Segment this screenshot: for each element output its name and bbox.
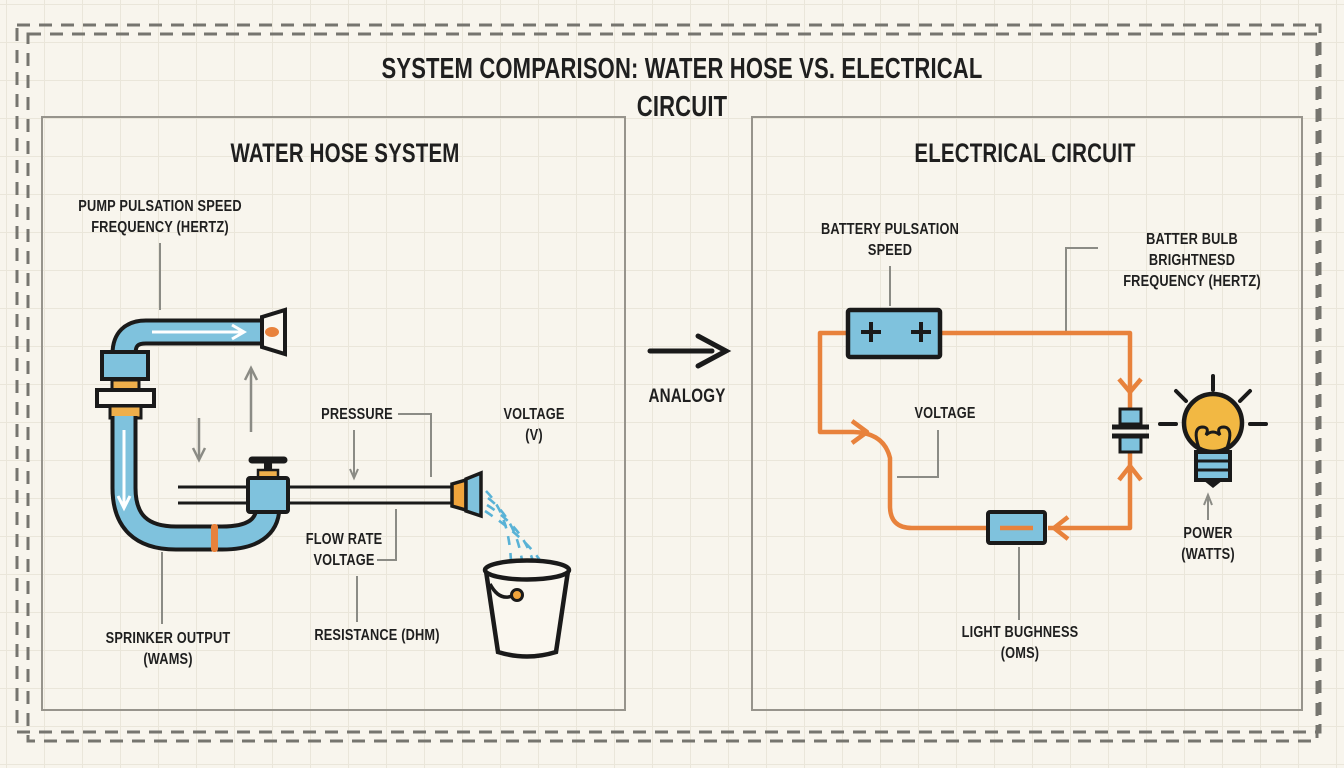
analogy-label: ANALOGY bbox=[648, 386, 726, 407]
capacitor-icon bbox=[1112, 407, 1149, 454]
resistance-label: RESISTANCE (DHM) bbox=[314, 627, 440, 644]
outlet-pipe bbox=[178, 485, 452, 505]
valve-icon bbox=[246, 456, 290, 514]
voltage-r-label: VOLTAGE bbox=[914, 405, 976, 422]
battery-label: BATTERY PULSATION SPEED bbox=[820, 221, 960, 260]
analogy-arrow-icon bbox=[647, 333, 732, 369]
sprinkler-label: SPRINKER OUTPUT (WAMS) bbox=[105, 630, 231, 669]
power-label: POWER (WATTS) bbox=[1181, 525, 1235, 564]
bulb-label: BATTER BULB BRIGHTNESD FREQUENCY (HERTZ) bbox=[1123, 231, 1261, 291]
leader-lines-electrical bbox=[889, 247, 1213, 620]
pressure-label: PRESSURE bbox=[321, 406, 393, 423]
voltage-v-label: VOLTAGE (V) bbox=[503, 406, 565, 445]
current-arrow-left-icon bbox=[1051, 515, 1070, 541]
bulb-rays-icon bbox=[1158, 374, 1268, 426]
flow-rate-label: FLOW RATE VOLTAGE bbox=[305, 531, 383, 570]
hose-u-bend bbox=[110, 416, 282, 552]
page-title: SYSTEM COMPARISON: WATER HOSE VS. ELECTR… bbox=[381, 53, 983, 124]
light-bulb-icon bbox=[1158, 374, 1268, 488]
battery-icon bbox=[845, 307, 943, 360]
flow-arrow-down-icon bbox=[116, 430, 132, 512]
bulb-filament-icon bbox=[1194, 425, 1232, 449]
outer-dashed-border bbox=[15, 23, 1322, 743]
electrical-panel-title: ELECTRICAL CIRCUIT bbox=[914, 138, 1136, 168]
water-hose-illustration bbox=[95, 243, 572, 659]
current-arrow-up-icon bbox=[1117, 463, 1143, 482]
leader-lines-water bbox=[159, 243, 432, 624]
resistor-icon bbox=[986, 510, 1047, 545]
electrical-panel-frame bbox=[751, 116, 1303, 711]
water-panel-title: WATER HOSE SYSTEM bbox=[230, 138, 460, 168]
flow-direction-arrows bbox=[191, 365, 259, 463]
pump-label: PUMP PULSATION SPEED FREQUENCY (HERTZ) bbox=[78, 198, 242, 237]
bucket-icon bbox=[482, 558, 572, 659]
electrical-circuit-illustration bbox=[817, 247, 1268, 620]
current-arrow-right-icon bbox=[850, 419, 870, 445]
light-label: LIGHT BUGHNESS (OMS) bbox=[961, 624, 1079, 663]
circuit-wire bbox=[817, 330, 1143, 541]
pump-fitting-icon bbox=[95, 350, 156, 420]
nozzle-icon bbox=[450, 470, 483, 519]
flow-arrow-right-icon bbox=[152, 323, 247, 341]
hose-marker-icon bbox=[211, 524, 218, 552]
current-arrow-down-icon bbox=[1117, 377, 1143, 395]
water-panel-frame bbox=[41, 116, 626, 711]
